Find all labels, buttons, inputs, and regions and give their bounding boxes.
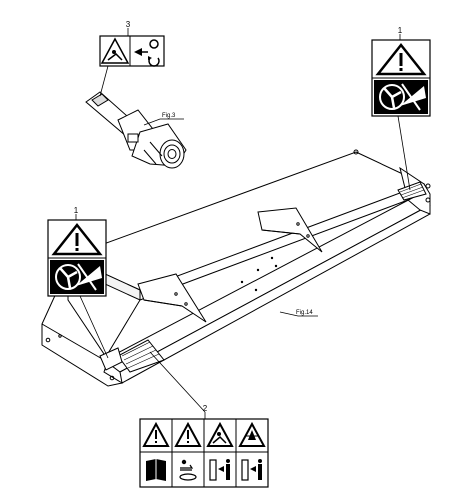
main-frame (41, 149, 431, 387)
entanglement-hazard-icon (206, 421, 234, 447)
deck-brackets (137, 207, 323, 323)
warning-triangle-icon (51, 222, 103, 256)
decal-1-left (47, 219, 107, 297)
warning-triangle-icon (375, 42, 427, 76)
leader-lines (75, 28, 411, 419)
pto-rotation-icon (134, 39, 160, 67)
pto-shaft-assembly (85, 91, 187, 169)
callout-1-left: 1 (74, 206, 79, 215)
callout-3: 3 (126, 20, 131, 29)
entanglement-hazard-icon (100, 37, 130, 64)
decal-3 (99, 35, 165, 67)
warning-triangle-icon (174, 421, 202, 447)
callout-1-right: 1 (398, 26, 403, 35)
decal-2 (139, 418, 269, 488)
manual-book-icon (146, 459, 166, 481)
callout-2: 2 (203, 404, 208, 413)
pto-shaft-icon (179, 459, 197, 481)
figure-label-fig14: Fig.14 (296, 310, 313, 316)
rotating-fan-hazard-icon (374, 80, 428, 114)
rotating-fan-hazard-icon (50, 260, 104, 294)
crush-hazard-icon (238, 421, 266, 447)
decal-1-right (371, 39, 431, 117)
keep-distance-icon (241, 459, 262, 481)
keep-distance-icon (209, 459, 230, 481)
warning-triangle-icon (142, 421, 170, 447)
figure-label-fig3: Fig.3 (162, 113, 176, 119)
